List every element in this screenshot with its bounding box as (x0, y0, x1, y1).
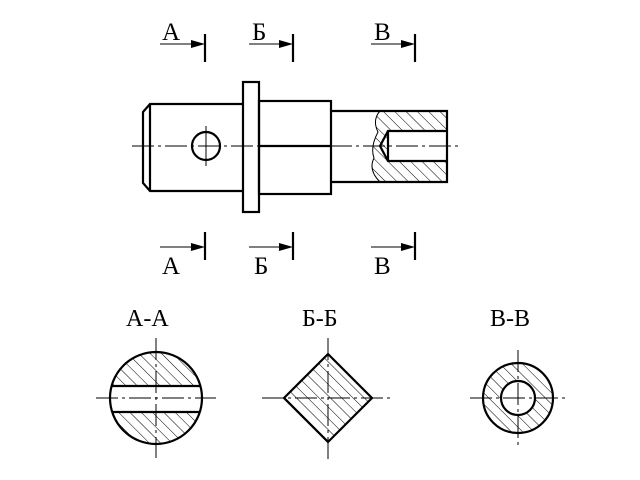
shaft-square-section (257, 99, 333, 196)
bore-circle (499, 379, 537, 417)
cutting-letter-b-top: Б (252, 19, 266, 46)
arrow-head-icon (191, 243, 205, 251)
cutting-plane-b-top: Б (249, 19, 295, 62)
cutting-letter-a-top: А (162, 19, 180, 46)
cutting-letter-v-bottom: В (374, 253, 391, 280)
shaft-right-section (331, 109, 449, 184)
cutting-plane-b-bottom: Б (249, 232, 295, 280)
cutting-letter-b-bottom: Б (254, 253, 268, 280)
section-a-a (96, 338, 216, 458)
cutting-plane-a-top: А (160, 19, 207, 62)
ring-hatch (482, 363, 553, 433)
arrow-head-icon (191, 40, 205, 48)
cutting-letter-v-top: В (374, 19, 391, 46)
bore-outline (378, 129, 447, 163)
right-section-outline (331, 109, 449, 184)
hatched-cut-area (372, 111, 447, 182)
arrow-head-icon (279, 40, 293, 48)
arrow-head-icon (401, 40, 415, 48)
shaft-left-end (141, 102, 243, 193)
section-b-b (262, 338, 392, 460)
shaft-collar (241, 80, 261, 214)
cutting-letter-a-bottom: А (162, 253, 180, 280)
arrow-head-icon (279, 243, 293, 251)
cutting-plane-v-top: В (371, 19, 417, 62)
arrow-head-icon (401, 243, 415, 251)
section-title-b-b: Б-Б (302, 306, 338, 332)
cutting-plane-a-bottom: А (160, 232, 207, 280)
section-title-v-v: В-В (490, 306, 530, 332)
shaft-main-view (132, 80, 458, 214)
section-title-a-a: А-А (126, 306, 169, 332)
break-line (371, 110, 381, 183)
section-v-v (470, 350, 566, 446)
cutting-plane-v-bottom: В (371, 232, 417, 280)
